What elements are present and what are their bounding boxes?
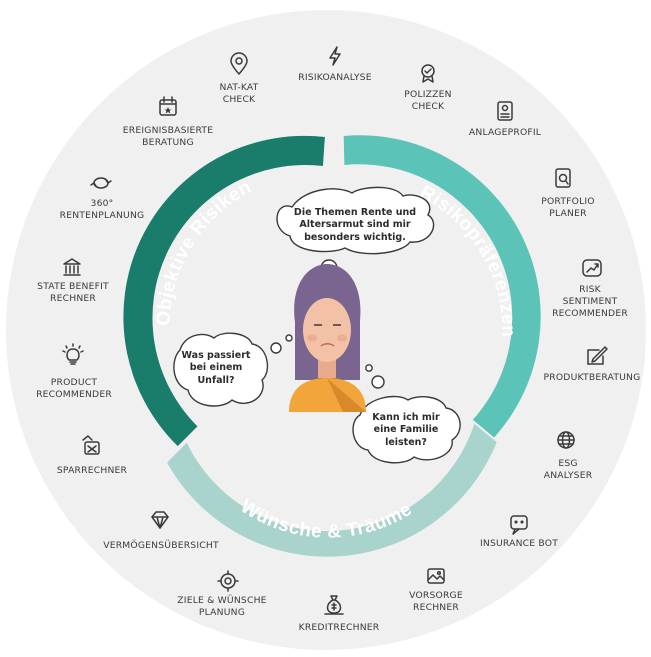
tool-produktberatung[interactable]: PRODUKTBERATUNG xyxy=(544,372,641,384)
thought-bubble-left xyxy=(173,332,293,407)
target-icon xyxy=(217,570,239,592)
tool-risikoanalyse[interactable]: RISIKOANALYSE xyxy=(298,72,371,84)
tool-label: STATE BENEFIT RECHNER xyxy=(37,281,109,304)
trend-up-icon xyxy=(582,259,602,277)
tool-nat-kat-check[interactable]: NAT-KAT CHECK xyxy=(220,82,259,106)
tool-ereignisbasierte-beratung[interactable]: EREIGNISBASIERTE BERATUNG xyxy=(123,125,214,149)
pen-edit-icon xyxy=(587,346,608,365)
tool-label: PRODUCT RECOMMENDER xyxy=(36,377,112,400)
tool-label: ESG ANALYSER xyxy=(543,458,593,481)
diamond-icon xyxy=(151,511,169,529)
bank-icon xyxy=(63,258,81,276)
tool-esg-analyser[interactable]: ESG ANALYSER xyxy=(544,458,593,482)
calendar-star-icon xyxy=(159,96,177,116)
tool-label: RISK SENTIMENT RECOMMENDER xyxy=(552,284,628,319)
tool-state-benefit-rechner[interactable]: STATE BENEFIT RECHNER xyxy=(37,281,109,305)
tool-ziele-wuensche-planung[interactable]: ZIELE & WÜNSCHE PLANUNG xyxy=(177,595,266,619)
chat-bot-icon xyxy=(510,515,528,535)
tool-risk-sentiment-recommender[interactable]: RISK SENTIMENT RECOMMENDER xyxy=(552,284,628,320)
tool-label: VORSORGE RECHNER xyxy=(409,590,463,613)
tool-label: INSURANCE BOT xyxy=(479,538,559,549)
tool-label: ZIELE & WÜNSCHE PLANUNG xyxy=(177,595,267,618)
tool-product-recommender[interactable]: PRODUCT RECOMMENDER xyxy=(36,377,112,401)
tool-label: EREIGNISBASIERTE BERATUNG xyxy=(122,125,214,148)
thought-text-left: Was passiert bei einem Unfall? xyxy=(181,350,251,386)
portfolio-search-icon xyxy=(555,168,571,188)
segment-wuensche-traeume[interactable] xyxy=(167,423,497,557)
money-bag-icon xyxy=(324,595,344,615)
thought-text-right: Kann ich mir eine Familie leisten? xyxy=(372,412,440,448)
lightning-icon xyxy=(329,46,341,66)
tool-label: KREDITRECHNER xyxy=(298,622,380,633)
person-avatar xyxy=(289,264,366,412)
tool-label: SPARRECHNER xyxy=(56,465,128,476)
profile-document-icon xyxy=(497,101,513,121)
tool-label: 360° RENTENPLANUNG xyxy=(59,198,145,221)
thought-bubble-right xyxy=(352,364,461,464)
segment-risikopraeferenzen[interactable] xyxy=(343,135,541,438)
badge-check-icon xyxy=(421,64,435,83)
tool-label: VERMÖGENSÜBERSICHT xyxy=(103,540,219,551)
tool-polizzen-check[interactable]: POLIZZEN CHECK xyxy=(404,89,451,113)
tool-label: PORTFOLIO PLANER xyxy=(541,196,595,219)
tool-vorsorge-rechner[interactable]: VORSORGE RECHNER xyxy=(409,590,463,614)
piggy-calc-icon xyxy=(82,435,100,455)
tool-label: RISIKOANALYSE xyxy=(298,72,372,83)
tool-anlageprofil[interactable]: ANLAGEPROFIL xyxy=(469,127,541,139)
tool-insurance-bot[interactable]: INSURANCE BOT xyxy=(480,538,558,550)
tool-label: POLIZZEN CHECK xyxy=(404,89,452,112)
tool-portfolio-planer[interactable]: PORTFOLIO PLANER xyxy=(541,196,594,220)
tool-sparrechner[interactable]: SPARRECHNER xyxy=(57,465,127,477)
tool-label: NAT-KAT CHECK xyxy=(219,82,259,105)
tool-vermoegensuebersicht[interactable]: VERMÖGENSÜBERSICHT xyxy=(103,540,219,552)
tool-360-rentenplanung[interactable]: 360° RENTENPLANUNG xyxy=(60,198,145,222)
globe-icon xyxy=(557,431,575,449)
thought-text-top: Die Themen Rente und Altersarmut sind mi… xyxy=(293,207,417,243)
tool-label: PRODUKTBERATUNG xyxy=(543,372,641,383)
tool-label: ANLAGEPROFIL xyxy=(468,127,542,138)
lightbulb-icon xyxy=(62,343,84,365)
image-calc-icon xyxy=(427,568,445,584)
cycle-arrows-icon xyxy=(90,177,112,189)
map-pin-icon xyxy=(230,52,248,75)
segment-objektive-risiken[interactable] xyxy=(123,135,325,447)
tool-kreditrechner[interactable]: KREDITRECHNER xyxy=(299,622,380,634)
